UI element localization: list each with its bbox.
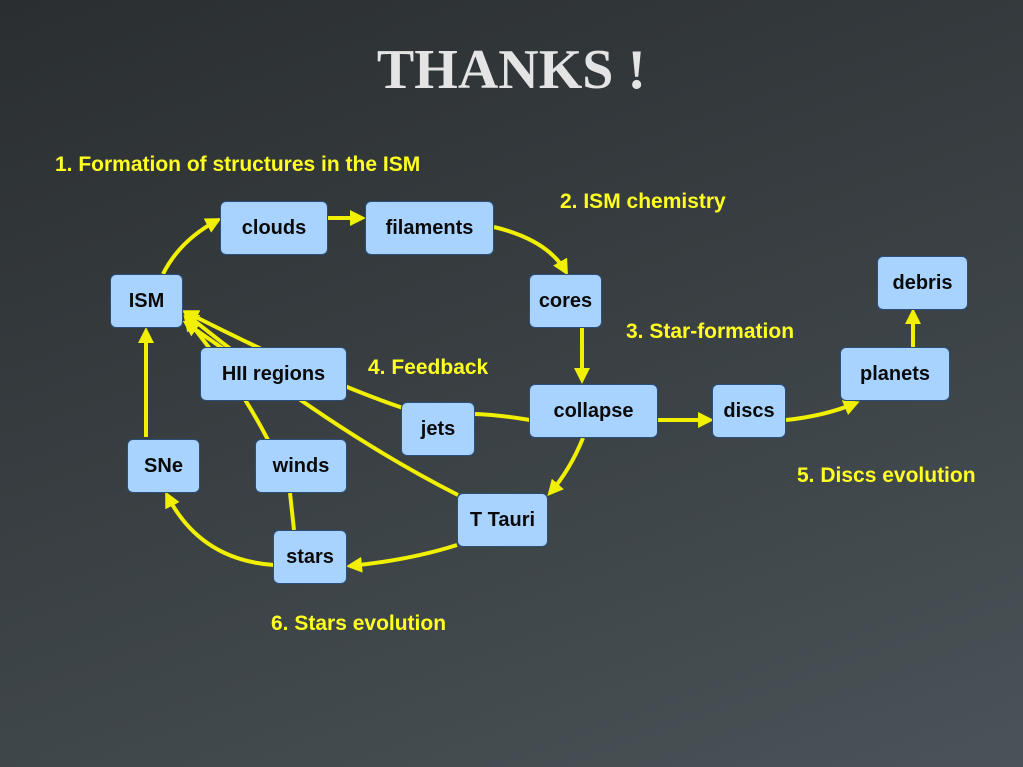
section-label-star-formation: 3. Star-formation [626,320,795,343]
node-collapse: collapse [529,384,658,438]
node-sne: SNe [127,439,200,493]
node-cores: cores [529,274,602,328]
arrow-filaments-to-cores [493,225,568,276]
arrow-ism-to-clouds [161,218,222,275]
section-label-chemistry: 2. ISM chemistry [560,190,726,213]
node-winds: winds [255,439,347,493]
section-label-feedback: 4. Feedback [368,356,489,379]
section-label-stars-evolution: 6. Stars evolution [271,612,447,635]
slide-title: THANKS ! [376,39,647,101]
node-discs: discs [712,384,786,438]
line-stars-to-winds [288,492,296,531]
node-ism: ISM [110,274,183,328]
arrow-discs-to-planets [785,400,860,422]
node-hii-regions: HII regions [200,347,347,401]
section-label-structures: 1. Formation of structures in the ISM [55,153,421,176]
section-label-discs-evolution: 5. Discs evolution [797,464,976,487]
arrow-collapse-to-ttauri [547,437,585,497]
arrow-stars-to-sne [165,491,275,567]
node-debris: debris [877,256,968,310]
arrow-ttauri-to-stars [346,543,458,573]
arrow-ttauri-to-ism [182,311,459,497]
node-stars: stars [273,530,347,584]
node-jets: jets [401,402,475,456]
node-filaments: filaments [365,201,494,255]
line-collapse-to-jets [474,412,531,422]
node-planets: planets [840,347,950,401]
node-t-tauri: T Tauri [457,493,548,547]
node-clouds: clouds [220,201,328,255]
